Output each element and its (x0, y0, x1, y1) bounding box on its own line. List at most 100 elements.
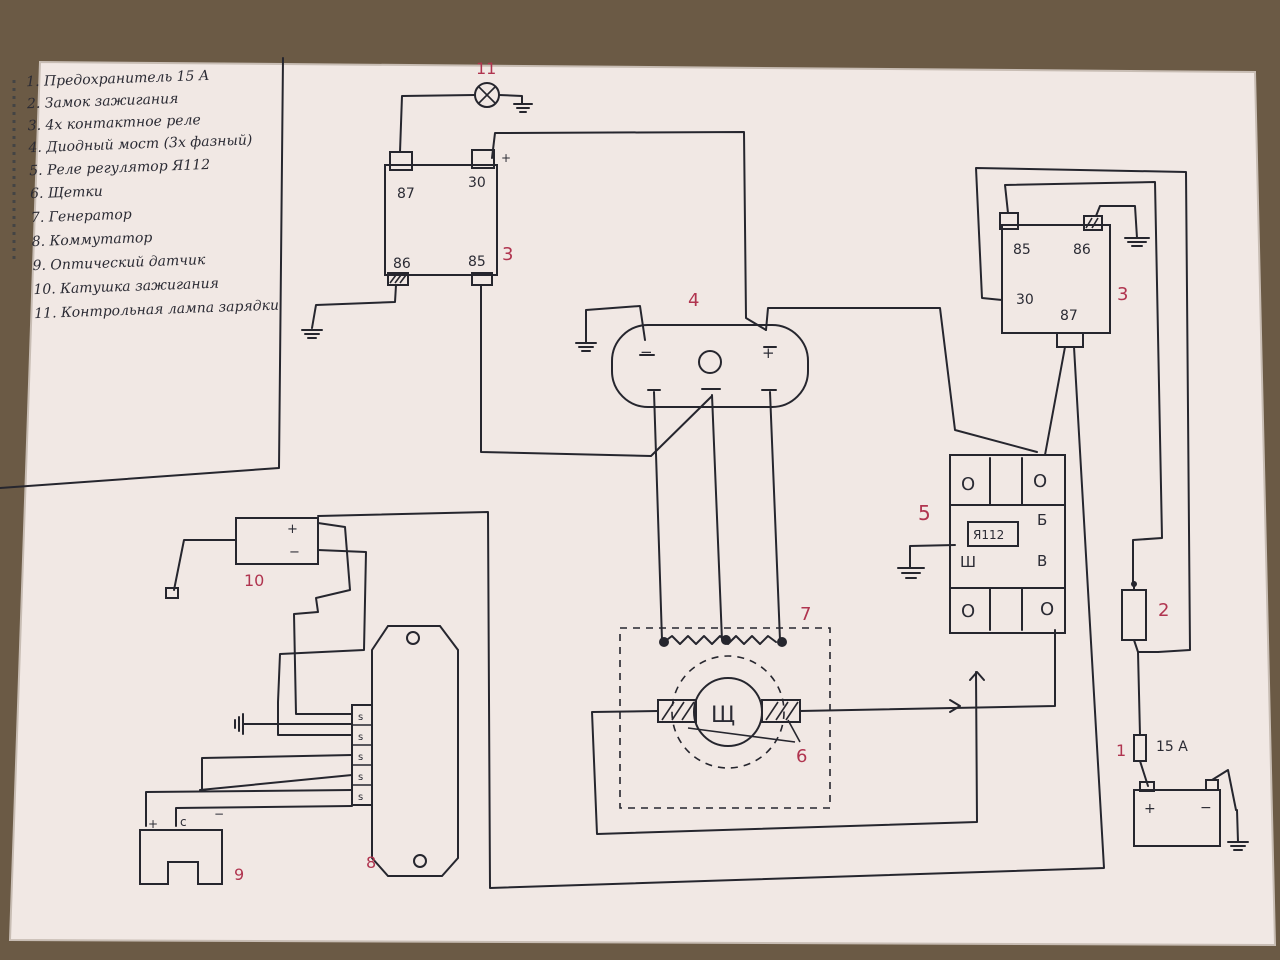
generator: Щ 7 6 (619, 604, 831, 809)
commutator-pin: s (358, 732, 363, 743)
relay-left: 87 30 86 85 + 3 (384, 149, 513, 286)
regulator-sh-label: Ш (960, 553, 976, 571)
regulator-ya112: Я112 O O O O Б В Ш 5 (918, 454, 1066, 634)
arrow-markers (949, 671, 985, 713)
relay-right: 85 86 30 87 3 (999, 212, 1128, 348)
sensor-number: 9 (234, 865, 244, 884)
bridge-minus-label: − (640, 343, 653, 361)
bridge-plus-label: + (762, 344, 775, 362)
commutator-number: 8 (366, 853, 376, 872)
wire-phase-c (769, 391, 781, 641)
relay-left-pin-87: 87 (397, 186, 415, 202)
wire-commutator-sensor (199, 774, 353, 791)
wire-phase-a (653, 391, 663, 641)
relay-left-plus: + (501, 151, 511, 165)
wire-relay30-switch (975, 167, 1191, 653)
coil-plus: + (287, 522, 298, 537)
wire-lamp-ground (498, 94, 523, 105)
wire-commutator-sensor-c (145, 789, 353, 827)
wire-lamp-relay (399, 94, 476, 153)
wire-bridge-ground (585, 305, 646, 343)
regulator-v-label: В (1037, 552, 1047, 570)
commutator-pin: s (358, 752, 363, 763)
brushes-number: 6 (796, 746, 807, 767)
sensor-pin: − (214, 807, 224, 821)
legend-frame (0, 57, 284, 489)
fuse-rating: 15 A (1156, 739, 1188, 755)
ground-icon (575, 342, 597, 352)
relay-right-pin-87: 87 (1060, 308, 1078, 324)
commutator-pin: s (358, 792, 363, 803)
bridge-number: 4 (688, 290, 699, 311)
regulator-number: 5 (918, 501, 931, 525)
wire-relay30-bridgeplus (491, 131, 767, 331)
legend-item-commutator: 8. Коммутатор (31, 230, 152, 250)
legend-item-fuse: 1. Предохранитель 15 А (26, 68, 210, 90)
ground-icon (1227, 841, 1249, 851)
wire-relay85-switch (1004, 181, 1163, 583)
regulator-terminal: O (961, 474, 975, 495)
regulator-terminal: O (1033, 471, 1047, 492)
relay-left-pin-85: 85 (468, 254, 486, 270)
legend-item-ignition: 2. Замок зажигания (26, 91, 179, 112)
wire-regulator-ground (909, 544, 956, 569)
ground-icon (897, 567, 925, 579)
relay-left-pin-30: 30 (468, 175, 486, 191)
legend-item-diode-bridge: 4. Диодный мост (3х фазный) (27, 132, 252, 156)
legend-item-regulator: 5. Реле регулятор Я112 (29, 157, 210, 179)
wire-coil-minus-commutator (277, 549, 367, 736)
ground-icon (301, 329, 323, 339)
commutator: s s s s s 8 (351, 625, 459, 877)
relay-right-number: 3 (1117, 284, 1128, 305)
legend-item-generator: 7. Генератор (31, 207, 132, 227)
wire-battery-ground (1236, 809, 1239, 843)
sensor-pin: c (180, 815, 187, 829)
ground-icon (513, 103, 533, 113)
coil-minus: − (289, 545, 300, 560)
regulator-b-label: Б (1037, 511, 1047, 529)
wire-switch-fuse (1137, 651, 1141, 736)
high-voltage-lead (173, 539, 237, 591)
wire-relay86-ground (311, 284, 397, 329)
wire-relay85-bridge (480, 284, 713, 457)
switch-number: 2 (1158, 600, 1169, 621)
lamp-number: 11 (476, 59, 496, 78)
spark-plug-cap (165, 587, 179, 599)
legend-item-brushes: 6. Щетки (30, 184, 103, 203)
regulator-terminal: O (1040, 599, 1054, 620)
ground-icon (234, 713, 244, 735)
relay-right-pin-85: 85 (1013, 242, 1031, 258)
legend-item-optical-sensor: 9. Оптический датчик (32, 252, 206, 274)
wire-commutator-sensor-plus (201, 754, 353, 791)
diode-bridge: − + 4 (611, 290, 809, 408)
optical-sensor: + c − 9 (139, 807, 244, 885)
legend-item-coil: 10. Катушка зажигания (33, 276, 219, 298)
commutator-pin: s (358, 772, 363, 783)
stator-winding (663, 635, 777, 645)
wire-commutator-sensor-minus (175, 805, 353, 827)
commutator-pin: s (358, 712, 363, 723)
paper-sheet (10, 62, 1275, 945)
fuse-number: 1 (1116, 741, 1126, 760)
relay-right-pin-30: 30 (1016, 292, 1034, 308)
wire-coil-plus-commutator (293, 522, 353, 715)
wire-relay87-coil (317, 346, 1105, 889)
sensor-pin: + (148, 817, 158, 831)
legend-item-relay: 3. 4х контактное реле (27, 112, 201, 134)
ground-icon (1124, 237, 1150, 247)
wire-phase-b (711, 394, 723, 641)
battery-plus: + (1144, 801, 1156, 817)
wire-brush-to-regulator-sh (591, 671, 978, 835)
relay-left-pin-86: 86 (393, 256, 411, 272)
wire-relay87-regulator (1044, 346, 1066, 456)
regulator-model: Я112 (973, 528, 1004, 542)
wire-brush-to-regulator (799, 629, 1056, 712)
relay-left-number: 3 (502, 244, 513, 265)
battery-minus: − (1200, 800, 1212, 816)
rotor-label: Щ (711, 703, 735, 728)
wire-bridgeplus-regulator (765, 307, 1038, 453)
coil-number: 10 (244, 571, 264, 590)
wire-battery-minus (1211, 769, 1237, 811)
regulator-terminal: O (961, 601, 975, 622)
